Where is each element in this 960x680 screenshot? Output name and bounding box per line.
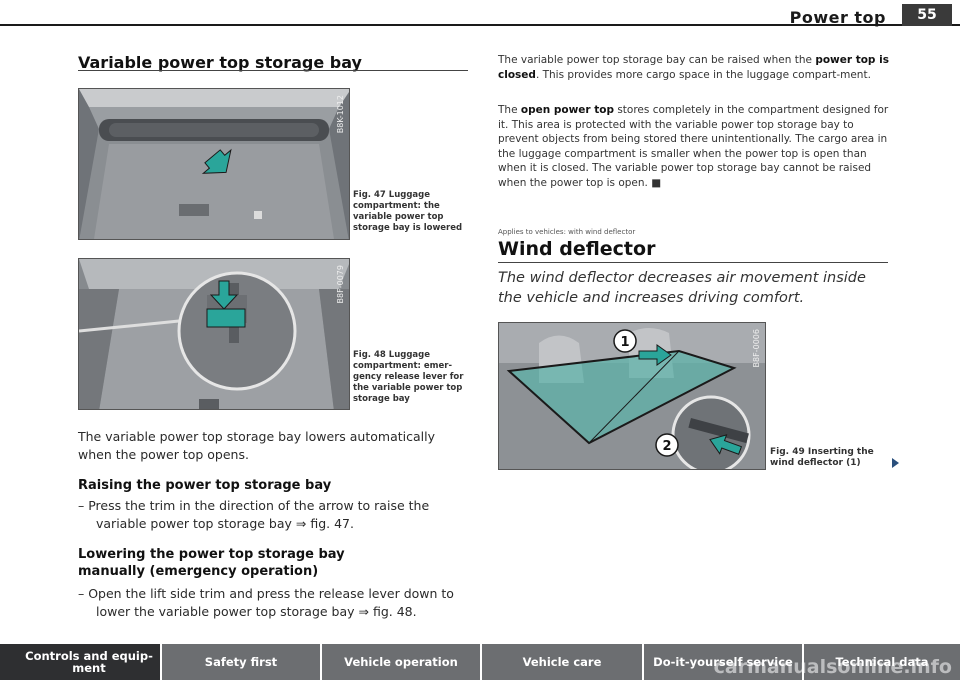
- chapter-tabs: Controls and equip- ment Safety first Ve…: [0, 644, 960, 680]
- continue-arrow-icon: [892, 458, 899, 468]
- section-heading: Variable power top storage bay: [78, 53, 362, 72]
- paragraph-open-power-top: The open power top stores completely in …: [498, 104, 889, 189]
- tab-controls-and-equipment[interactable]: Controls and equip- ment: [0, 644, 160, 680]
- page-number: 55: [902, 4, 952, 26]
- wind-deflector-heading: Wind deflector: [498, 238, 656, 260]
- subheading-raising: Raising the power top storage bay: [78, 478, 332, 493]
- tab-do-it-yourself-service[interactable]: Do-it-yourself service: [644, 644, 802, 680]
- intro-paragraph: The variable power top storage bay lower…: [78, 429, 435, 462]
- paragraph-storage-bay-closed: The variable power top storage bay can b…: [498, 54, 889, 81]
- figure-49-code: B8F-0006: [752, 329, 761, 368]
- tab-technical-data[interactable]: Technical data: [804, 644, 960, 680]
- tab-safety-first[interactable]: Safety first: [162, 644, 320, 680]
- header-rule: [0, 24, 960, 26]
- tab-vehicle-operation[interactable]: Vehicle operation: [322, 644, 480, 680]
- marker-1: 1: [620, 335, 629, 350]
- tab-vehicle-care[interactable]: Vehicle care: [482, 644, 642, 680]
- figure-47-luggage-compartment: B8K-1012: [78, 88, 350, 240]
- wind-deflector-heading-rule: [498, 262, 888, 263]
- marker-2: 2: [662, 439, 671, 454]
- figure-48-emergency-release: B8F-0079: [78, 258, 350, 410]
- page-header-title: Power top: [789, 8, 886, 27]
- applies-to-note: Applies to vehicles: with wind deflector: [498, 228, 636, 236]
- figure-48-code: B8F-0079: [336, 265, 345, 304]
- figure-49-caption: Fig. 49 Inserting the wind deflector (1): [770, 447, 874, 468]
- wind-deflector-lead: The wind deflector decreases air movemen…: [498, 270, 866, 306]
- step-lowering: – Open the lift side trim and press the …: [78, 586, 454, 619]
- subheading-lowering: Lowering the power top storage bay manua…: [78, 547, 345, 579]
- section-heading-rule: [78, 70, 468, 71]
- watermark-text: carmanualsonline.info: [713, 656, 952, 678]
- figure-48-caption: Fig. 48 Luggage compartment: emer- gency…: [353, 350, 464, 404]
- figure-47-code: B8K-1012: [336, 95, 345, 134]
- figure-47-caption: Fig. 47 Luggage compartment: the variabl…: [353, 190, 463, 233]
- step-raising: – Press the trim in the direction of the…: [78, 498, 430, 531]
- figure-49-wind-deflector: 1 2 B8F-0006: [498, 322, 766, 470]
